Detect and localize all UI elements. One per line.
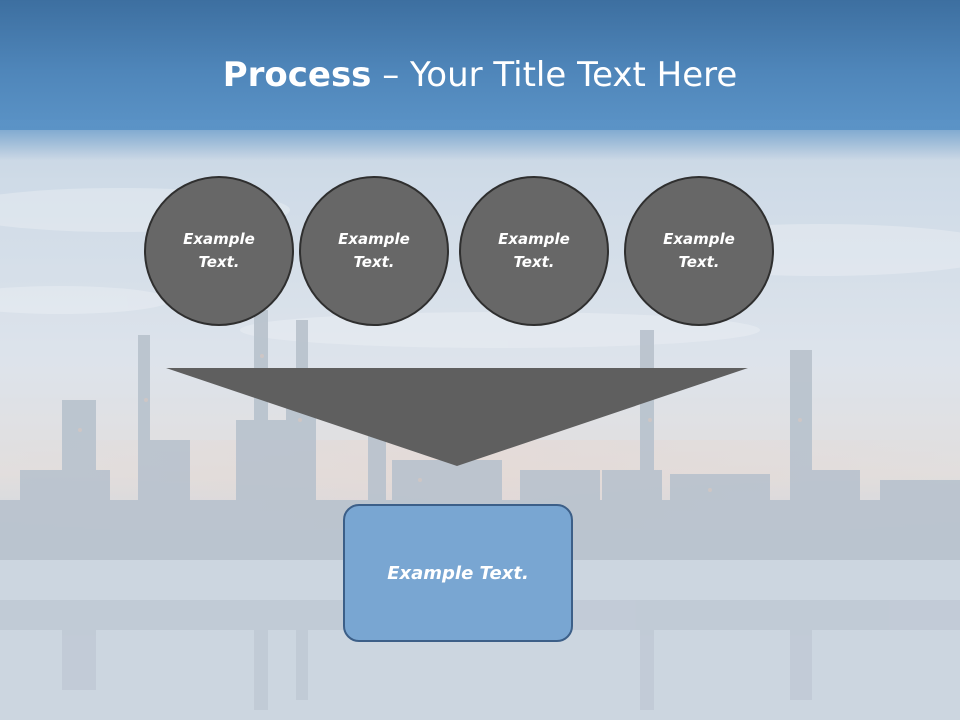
- step-circle-1-label: Example Text.: [183, 230, 255, 271]
- result-box-label: Example Text.: [387, 562, 529, 584]
- step-circle-2[interactable]: Example Text.: [299, 176, 449, 326]
- step-circle-4[interactable]: Example Text.: [624, 176, 774, 326]
- step-circle-2-label: Example Text.: [338, 230, 410, 271]
- title-band-fade: [0, 120, 960, 160]
- step-circle-3-label: Example Text.: [498, 230, 570, 271]
- step-circle-3[interactable]: Example Text.: [459, 176, 609, 326]
- slide-title-strong: Process: [222, 55, 372, 95]
- title-band: [0, 0, 960, 130]
- slide-title: Process – Your Title Text Here: [0, 50, 960, 100]
- step-circle-1[interactable]: Example Text.: [144, 176, 294, 326]
- slide-title-rest: – Your Title Text Here: [371, 55, 738, 95]
- result-box[interactable]: Example Text.: [343, 504, 573, 642]
- step-circle-4-label: Example Text.: [663, 230, 735, 271]
